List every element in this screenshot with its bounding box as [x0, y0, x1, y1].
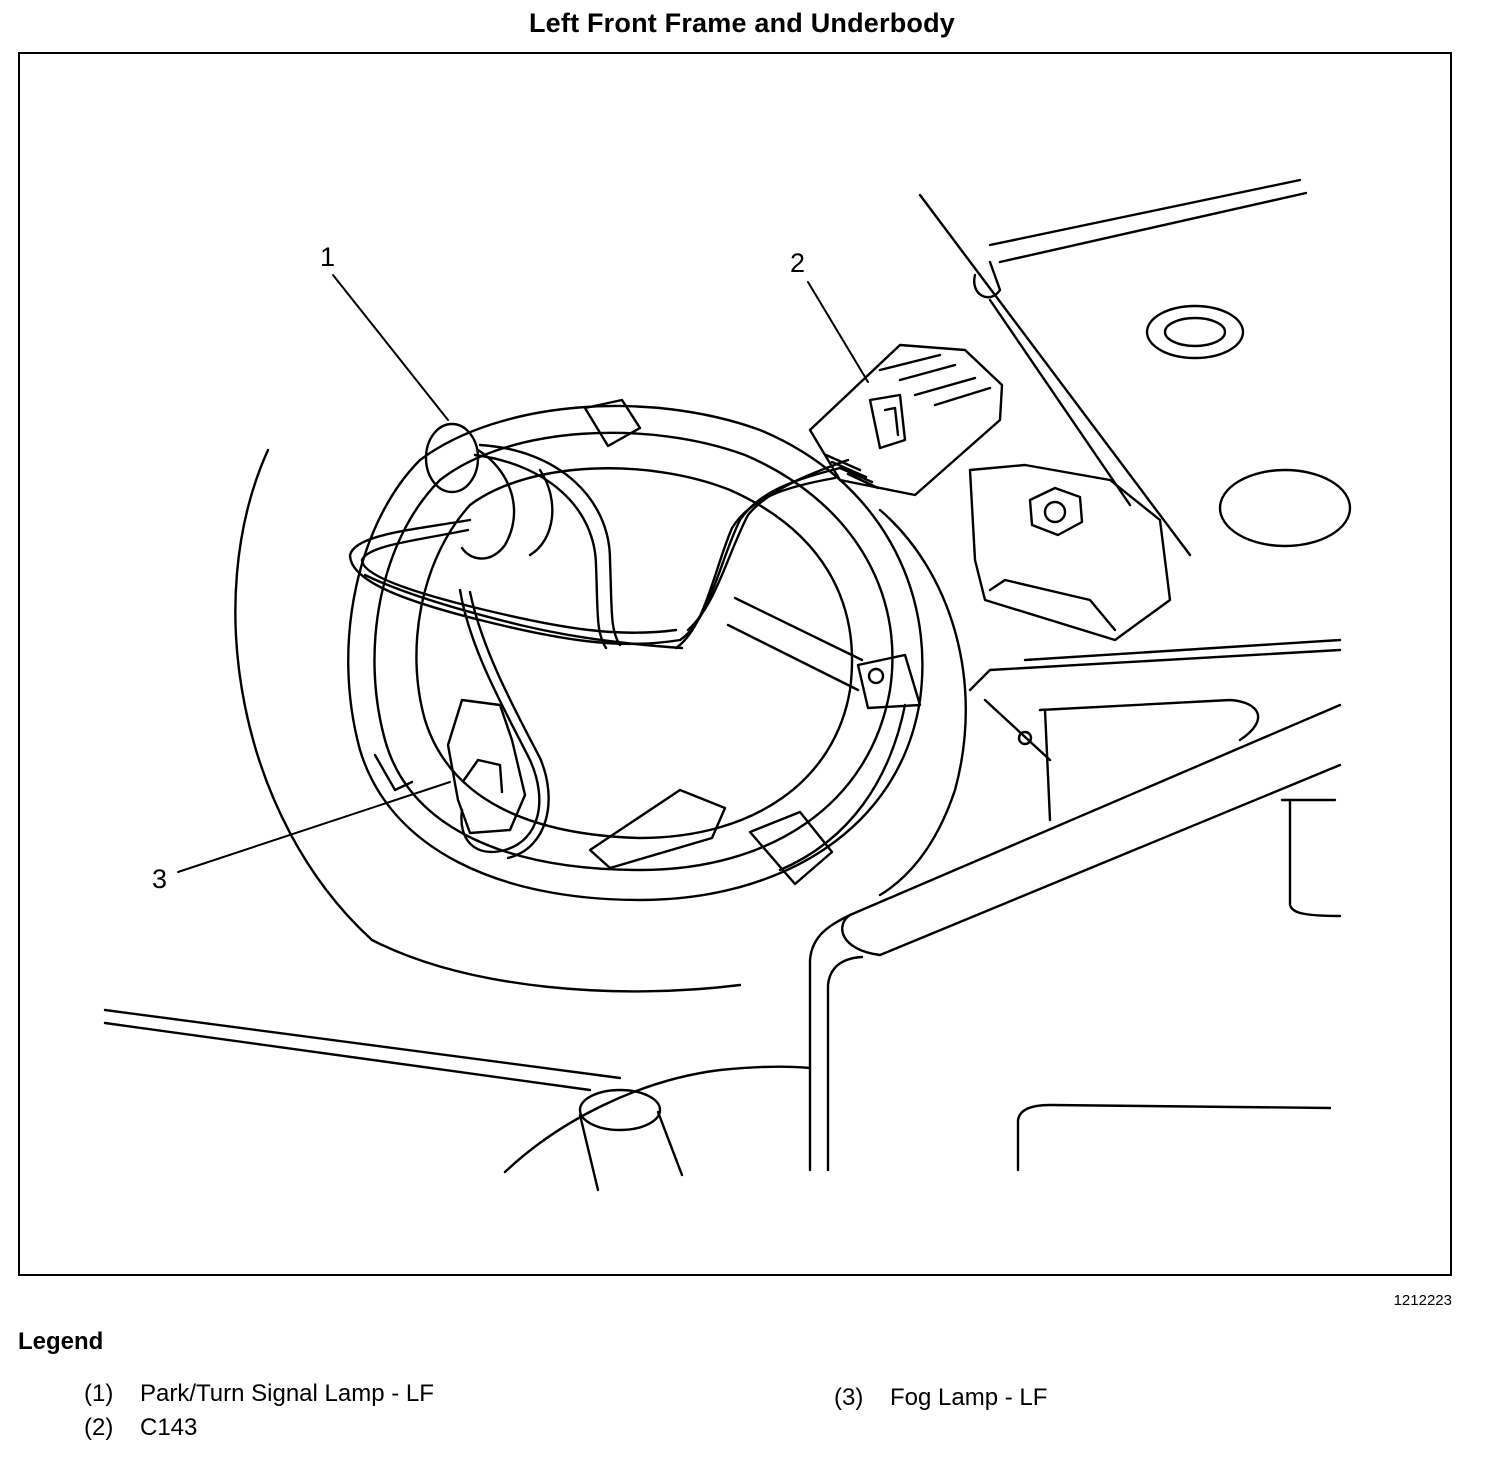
- fog-connector-detail: [462, 758, 504, 794]
- lamp-base-block: [588, 788, 727, 870]
- bolt-center: [1043, 500, 1067, 524]
- panel-diagonal: [918, 193, 1192, 557]
- frame-rail-inner: [1038, 698, 1260, 742]
- panel-hole-top: [1145, 304, 1245, 360]
- bracket-outline: [968, 463, 1172, 642]
- leader-line-1: [332, 274, 449, 421]
- legend-item-3: (3) Fog Lamp - LF: [834, 1384, 1047, 1412]
- leader-line-2: [807, 281, 869, 383]
- legend-item-2: (2) C143: [84, 1414, 197, 1442]
- legend-item-number: (1): [84, 1380, 114, 1407]
- harness-wire-2: [473, 453, 608, 650]
- strap-lower: [726, 623, 860, 692]
- frame-rail-lower: [808, 913, 852, 1172]
- frame-rail-lower-2: [826, 955, 864, 1172]
- strap-fastener: [867, 667, 885, 685]
- post-right: [656, 1110, 684, 1177]
- outer-arc-left: [234, 448, 374, 942]
- frame-lower-box: [1016, 1103, 1332, 1172]
- figure-id: 1212223: [1393, 1292, 1452, 1309]
- legend-heading: Legend: [18, 1328, 104, 1355]
- frame-rail-right-box: [1288, 798, 1342, 918]
- frame-rail-upper-2: [1023, 638, 1342, 662]
- post-top: [578, 1088, 662, 1132]
- frame-rail-inner-2: [1043, 708, 1052, 822]
- panel-diagonal-2: [988, 298, 1132, 507]
- bracket-lip: [988, 578, 1117, 632]
- callout-1: 1: [320, 242, 335, 272]
- lamp-rim-right: [878, 508, 967, 897]
- legend-item-number: (2): [84, 1414, 114, 1441]
- post-left: [578, 1113, 600, 1192]
- c143-connector-body: [808, 343, 1004, 497]
- underbody-illustration: 1 2 3: [103, 178, 1352, 1192]
- panel-edge-top-2: [998, 191, 1308, 264]
- harness-wire-1: [478, 443, 622, 647]
- frame-rail-web: [983, 698, 1052, 762]
- frame-rail-upper-1: [968, 648, 1342, 692]
- leader-line-3: [177, 781, 451, 873]
- harness-loop-inner: [360, 528, 678, 634]
- lamp-housing-outer: [347, 404, 924, 902]
- harness-to-connector-3: [674, 476, 837, 650]
- frame-rail-diagonal-2: [878, 763, 1342, 957]
- outer-arc-bottom: [370, 938, 742, 993]
- legend-item-label: Fog Lamp - LF: [890, 1384, 1048, 1411]
- legend-item-1: (1) Park/Turn Signal Lamp - LF: [84, 1380, 434, 1408]
- lamp-housing-inner: [415, 467, 854, 840]
- c143-wire-stubs: [824, 453, 880, 490]
- callout-2: 2: [790, 248, 805, 278]
- diagram-title: Left Front Frame and Underbody: [528, 8, 956, 38]
- bolt-head: [1028, 486, 1084, 537]
- panel-notch: [973, 260, 1002, 299]
- lamp-tab-bottom: [748, 810, 834, 886]
- park-turn-socket: [424, 422, 480, 494]
- strap-upper: [733, 596, 864, 662]
- underbody-edge-2: [103, 1021, 592, 1092]
- socket-body: [460, 448, 516, 560]
- fog-wire-2: [468, 590, 550, 860]
- frame-rail-end: [841, 913, 882, 957]
- callout-3: 3: [152, 864, 167, 894]
- harness-loop-3: [363, 573, 684, 650]
- strap-clip: [856, 653, 922, 710]
- underbody-edge-1: [103, 1008, 622, 1080]
- fog-lamp-connector: [446, 698, 527, 835]
- panel-hole-top-inner: [1163, 316, 1227, 348]
- lamp-tab-top: [583, 398, 642, 448]
- fog-wire-1: [458, 588, 541, 853]
- legend-item-label: Park/Turn Signal Lamp - LF: [140, 1380, 434, 1407]
- panel-hole-right: [1218, 468, 1352, 548]
- c143-latch: [868, 393, 907, 450]
- panel-edge-top: [988, 178, 1302, 247]
- lamp-housing-mid: [373, 431, 894, 872]
- harness-loop-outer: [348, 518, 682, 646]
- lamp-base-edge: [373, 753, 414, 792]
- frame-rail-diagonal-1: [848, 703, 1342, 917]
- harness-to-connector-2: [686, 458, 850, 632]
- underbody-arc: [503, 1065, 812, 1174]
- strap-band: [778, 703, 907, 872]
- legend-item-label: C143: [140, 1414, 198, 1441]
- diagram-frame: [18, 52, 1452, 1276]
- legend-item-number: (3): [834, 1384, 864, 1411]
- frame-rail-hole: [1017, 730, 1033, 746]
- c143-connector-ribs: [878, 353, 992, 407]
